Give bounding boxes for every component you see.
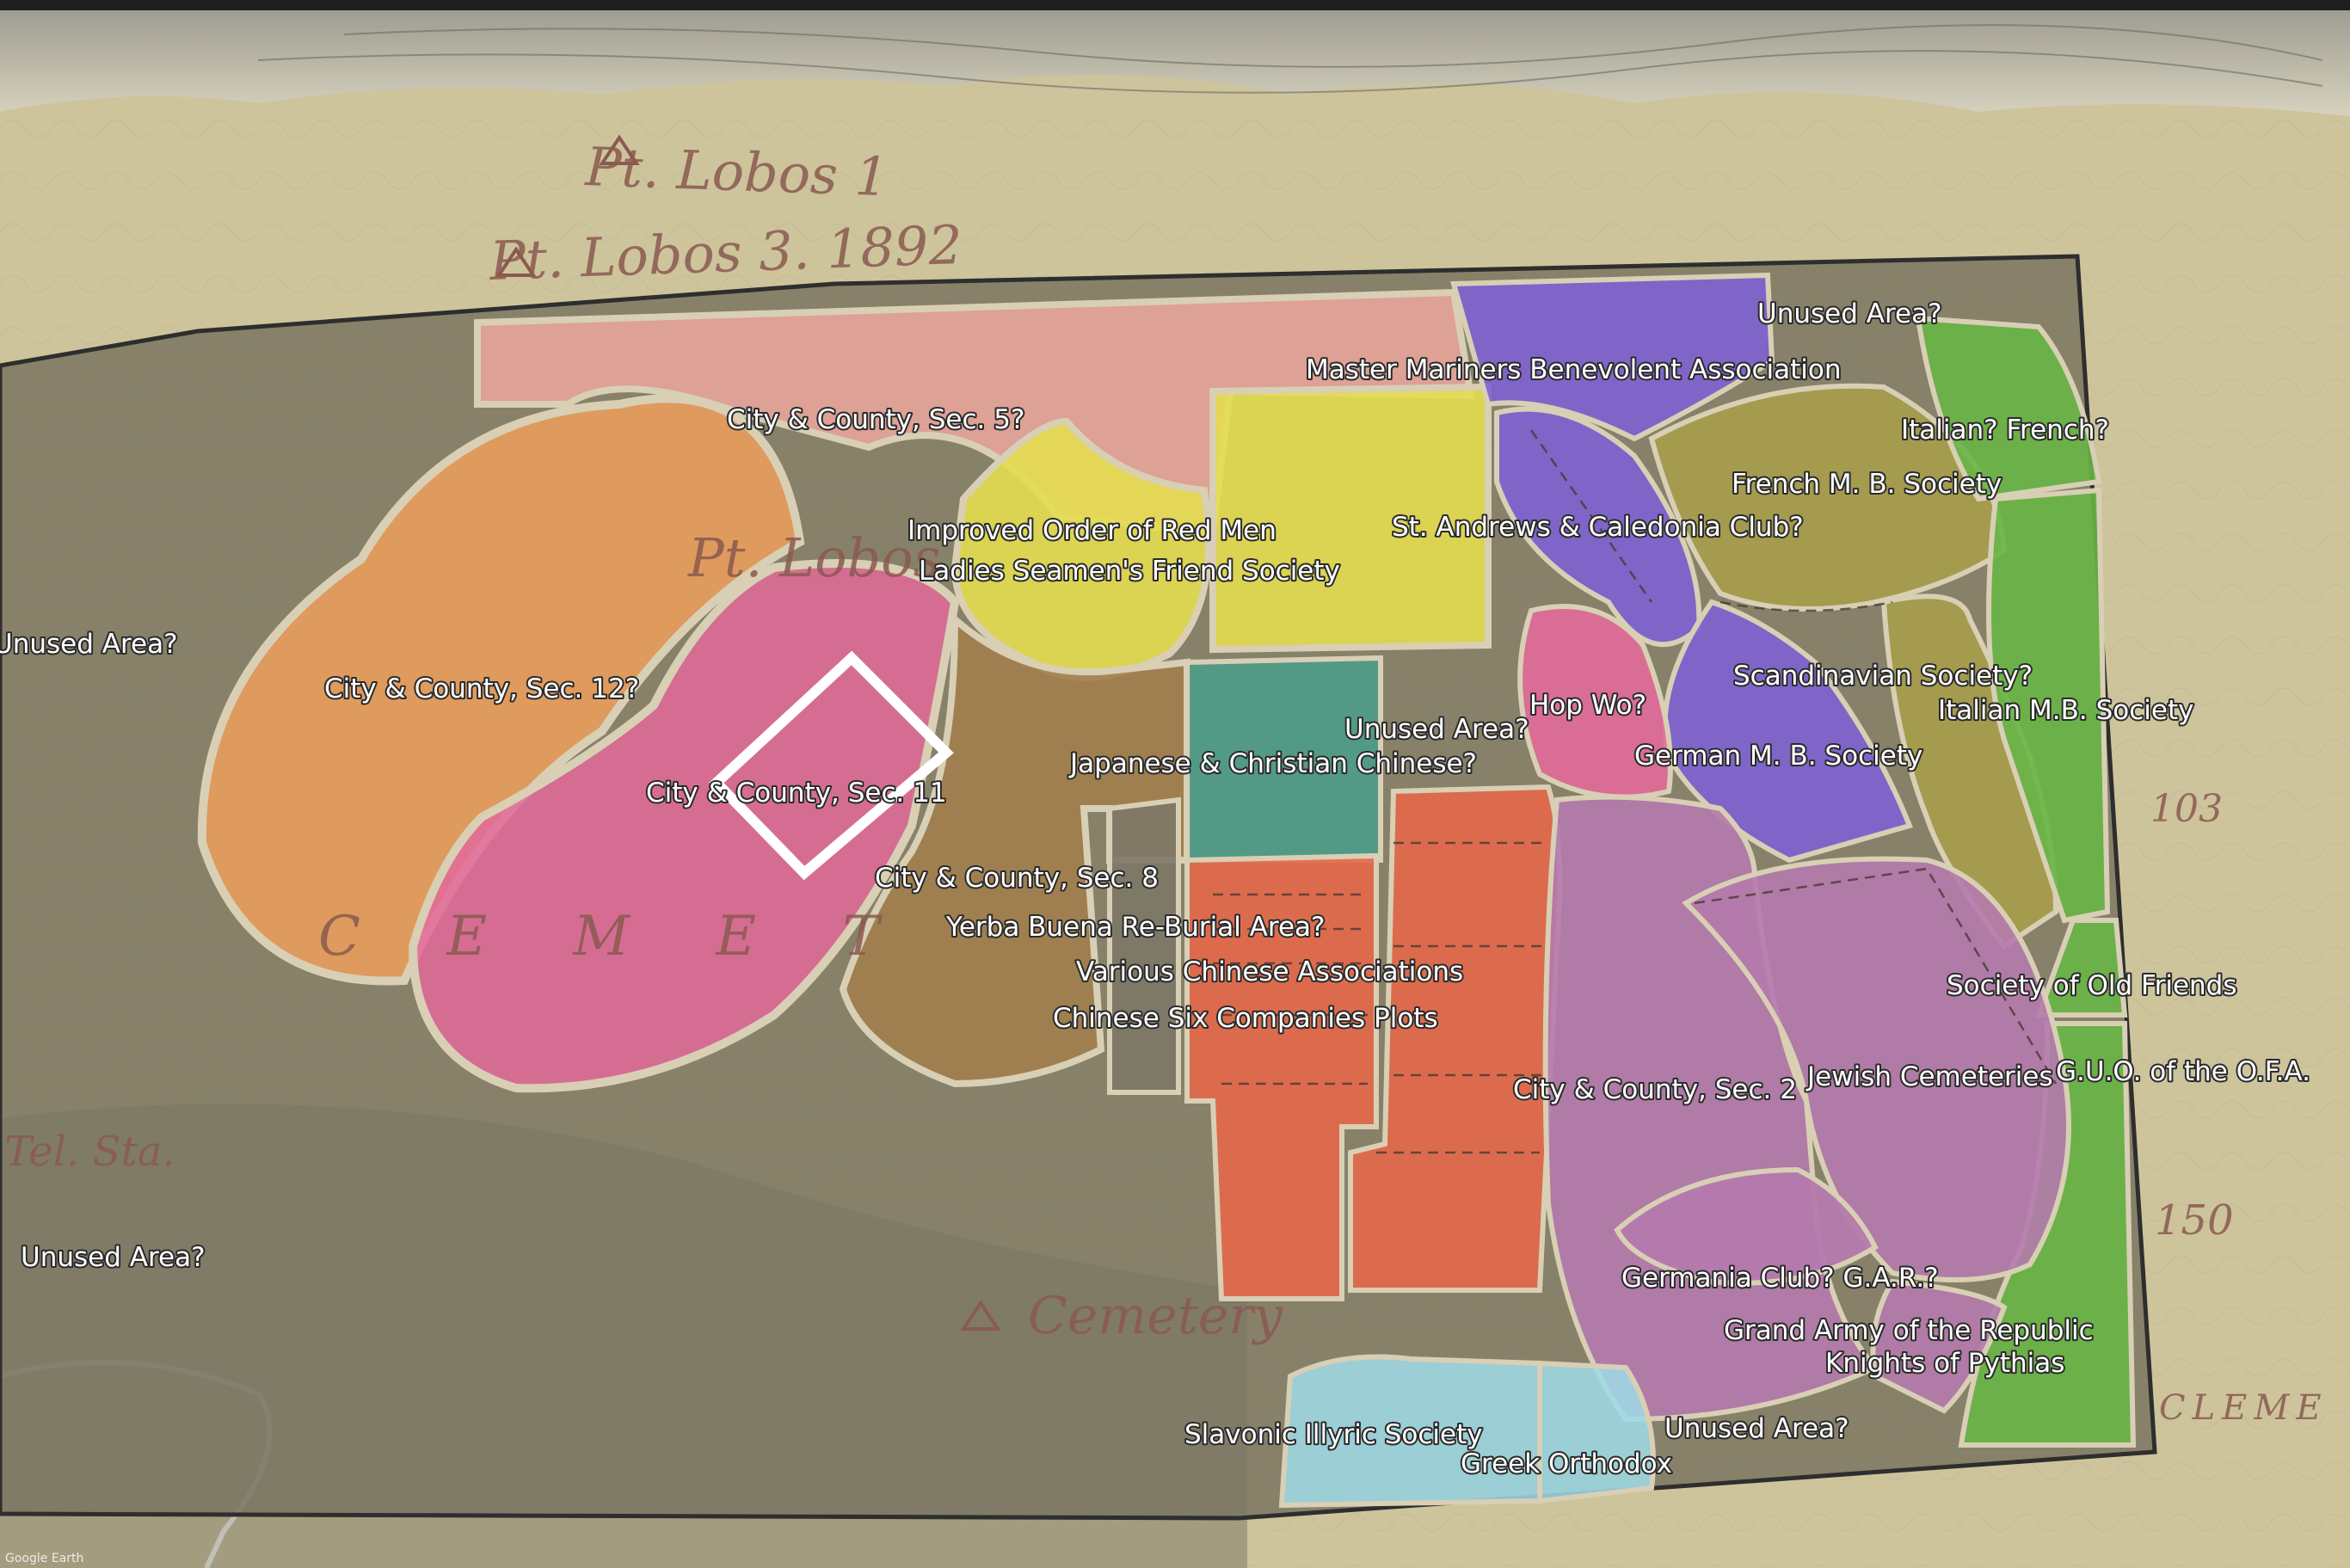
terrain-contour-lines — [257, 24, 2323, 94]
map-label[interactable]: German M. B. Society — [1633, 739, 1924, 773]
map-label[interactable]: G.U.O. of the O.F.A. — [2054, 1055, 2312, 1089]
map-label[interactable]: Unused Area? — [0, 627, 180, 661]
map-label[interactable]: Italian? French? — [1899, 413, 2111, 447]
selection-box[interactable] — [709, 650, 954, 881]
map-label[interactable]: St. Andrews & Caledonia Club? — [1390, 510, 1806, 544]
plot-master-mariners[interactable] — [1450, 272, 1775, 442]
plot-japanese-christian-chinese[interactable] — [1184, 655, 1383, 863]
map-label[interactable]: French M. B. Society — [1730, 467, 2003, 501]
tel-sta-label: Tel. Sta. — [4, 1128, 175, 1176]
cemetery-large-label: C E M E T — [318, 905, 914, 968]
plot-grand-army-republic[interactable] — [1870, 1278, 2008, 1414]
top-border-strip — [0, 0, 2350, 10]
plot-italian-french[interactable] — [1915, 315, 2102, 502]
plot-labels: Unused Area? Master Mariners Benevolent … — [0, 297, 2312, 1481]
map-label[interactable]: City & County, Sec. 5? — [725, 403, 1026, 437]
plot-city-county-sec8[interactable] — [839, 612, 1190, 1088]
map-label[interactable]: Society of Old Friends — [1945, 968, 2239, 1003]
spot-elevation-150: 150 — [2155, 1196, 2234, 1245]
map-label[interactable]: City & County, Sec. 11 — [644, 776, 949, 810]
plot-yerba-buena-reburial[interactable] — [1107, 796, 1181, 1095]
map-label[interactable]: City & County, Sec. 12? — [323, 672, 641, 706]
cleme-street-label: CLEME — [2159, 1388, 2328, 1428]
map-label[interactable]: Unused Area? — [1663, 1411, 1851, 1446]
plot-italian-mb-society[interactable] — [1986, 487, 2111, 924]
map-label[interactable]: Japanese & Christian Chinese? — [1067, 747, 1479, 781]
map-label[interactable]: City & County, Sec. 8 — [873, 861, 1160, 895]
map-label[interactable]: Grand Army of the Republic — [1722, 1313, 2095, 1348]
attribution-label: Google Earth — [5, 1552, 83, 1565]
map-label[interactable]: Greek Orthodox — [1459, 1447, 1674, 1481]
map-label[interactable]: Yerba Buena Re-Burial Area? — [944, 910, 1326, 944]
map-label[interactable]: Chinese Six Companies Plots — [1051, 1001, 1440, 1036]
plot-jewish-cemeteries[interactable] — [1682, 856, 2071, 1282]
plot-st-andrews-caledonia[interactable] — [1209, 383, 1492, 654]
map-label[interactable]: Improved Order of Red Men — [906, 513, 1278, 548]
map-label[interactable]: Unused Area? — [1756, 297, 1944, 331]
cemetery-label: Cemetery — [1028, 1286, 1283, 1346]
plot-society-of-old-friends[interactable] — [2034, 918, 2128, 1018]
pt-lobos-1-label: Pt. Lobos 1 — [583, 135, 889, 208]
plot-slavonic-illyric[interactable] — [1278, 1354, 1542, 1509]
map-label[interactable]: Italian M.B. Society — [1936, 693, 2195, 728]
map-label[interactable]: Various Chinese Associations — [1074, 955, 1465, 989]
plot-chinese-six-companies-left[interactable] — [1184, 852, 1379, 1301]
map-label[interactable]: Master Mariners Benevolent Association — [1304, 353, 1843, 387]
map-label[interactable]: Jewish Cemeteries — [1804, 1060, 2055, 1094]
map-label[interactable]: Ladies Seamen's Friend Society — [917, 554, 1342, 588]
map-label[interactable]: Unused Area? — [1343, 712, 1531, 747]
map-label[interactable]: Hop Wo? — [1528, 688, 1648, 723]
map-label[interactable]: Knights of Pythias — [1824, 1346, 2066, 1380]
plot-french-mb-society[interactable] — [1648, 383, 2008, 612]
plot-division-lines — [1213, 429, 2058, 1154]
plot-german-mb-society[interactable] — [1662, 599, 1914, 864]
pt-lobos-label: Pt. Lobos — [687, 526, 940, 589]
plot-hop-wo[interactable] — [1517, 604, 1673, 800]
plot-improved-order-red-men[interactable] — [950, 417, 1212, 681]
spot-elevation-103: 103 — [2150, 787, 2223, 831]
map-label[interactable]: Unused Area? — [19, 1240, 207, 1275]
plot-city-county-sec12[interactable] — [197, 394, 805, 986]
map-label[interactable]: Germania Club? G.A.R.? — [1620, 1261, 1941, 1295]
plot-greek-orthodox[interactable] — [1537, 1360, 1656, 1504]
survey-triangle-icon — [495, 134, 1001, 1331]
map-label[interactable]: Slavonic Illyric Society — [1183, 1417, 1485, 1452]
map-label[interactable]: Scandinavian Society? — [1732, 659, 2034, 693]
map-label[interactable]: City & County, Sec. 2 — [1511, 1073, 1799, 1107]
plot-germania-gar[interactable] — [1614, 1166, 1879, 1286]
